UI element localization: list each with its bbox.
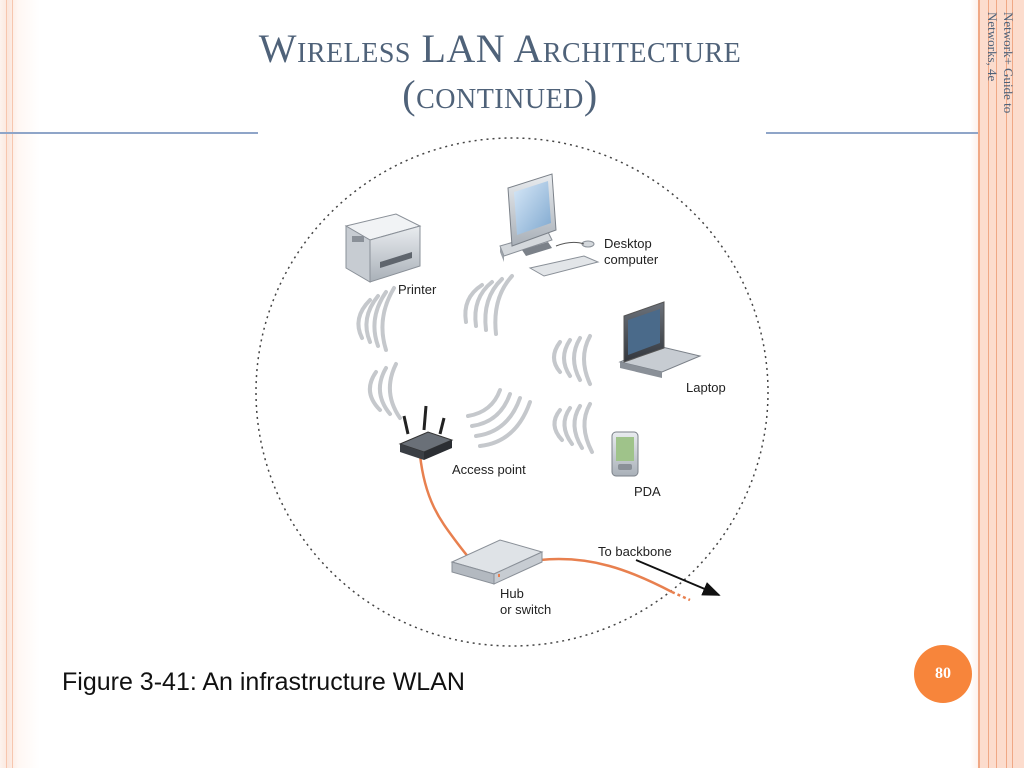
backbone-cable-dotted	[671, 590, 691, 602]
title-line-1: Wireless LAN Architecture	[258, 26, 742, 71]
right-decorative-band	[978, 0, 1024, 768]
figure-caption: Figure 3-41: An infrastructure WLAN	[62, 668, 465, 696]
signal-waves-access-point-left	[368, 362, 402, 420]
label-desktop-line-2: computer	[604, 252, 659, 267]
right-band-line-4	[1006, 0, 1007, 768]
label-hub-line-2: or switch	[500, 602, 551, 617]
pda-icon	[611, 431, 639, 477]
laptop-icon	[618, 301, 702, 378]
right-band-line-2	[988, 0, 989, 768]
label-printer: Printer	[398, 282, 437, 297]
signal-waves-access-point-right	[466, 388, 532, 448]
to-backbone-arrow	[635, 559, 721, 596]
label-hub-line-1: Hub	[500, 586, 524, 601]
side-note: Network+ Guide to Networks, 4e	[984, 12, 1016, 113]
side-note-line-2: Networks, 4e	[985, 12, 1000, 82]
label-desktop-line-1: Desktop	[604, 236, 652, 251]
signal-waves-desktop	[463, 274, 514, 336]
page-number-badge: 80	[914, 645, 972, 703]
desktop-computer-icon	[499, 173, 600, 277]
right-band-line-3	[996, 0, 997, 768]
signal-waves-printer	[356, 286, 396, 352]
right-band-line	[978, 0, 980, 768]
hub-icon	[450, 539, 544, 585]
label-to-backbone: To backbone	[598, 544, 672, 559]
printer-icon	[344, 213, 422, 283]
diagram-frame-top	[258, 130, 766, 138]
signal-waves-pda	[552, 402, 594, 454]
side-note-line-1: Network+ Guide to	[1001, 12, 1016, 114]
right-band-line-5	[1012, 0, 1013, 768]
signal-waves-laptop	[552, 334, 592, 386]
backbone-cable	[539, 557, 673, 594]
label-pda: PDA	[634, 484, 661, 499]
label-access-point: Access point	[452, 462, 526, 477]
left-border-line	[6, 0, 7, 768]
title-line-2: (continued)	[402, 72, 598, 117]
access-point-icon	[398, 405, 454, 460]
left-border-line-2	[12, 0, 13, 768]
wlan-boundary	[255, 137, 769, 647]
label-laptop: Laptop	[686, 380, 726, 395]
slide-title: Wireless LAN Architecture (continued)	[150, 26, 850, 118]
